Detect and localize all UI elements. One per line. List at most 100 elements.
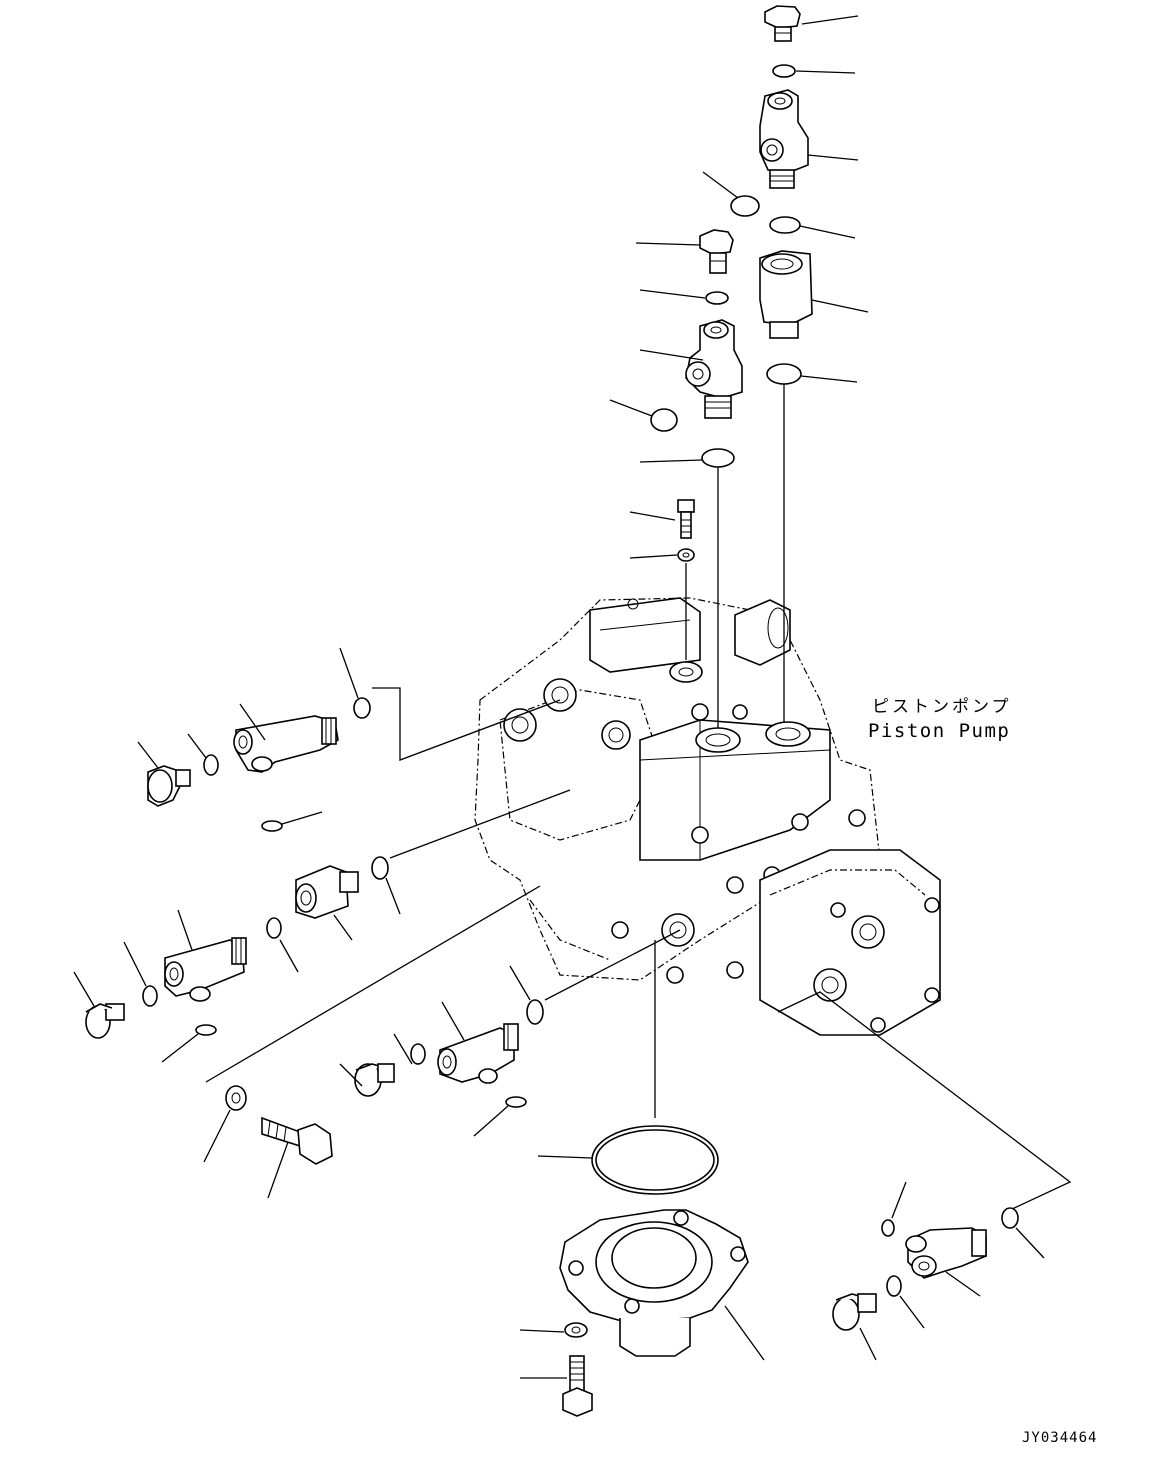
plug-bolt-upper bbox=[147, 765, 191, 807]
flange-bolt-hole bbox=[568, 1260, 584, 1276]
o-ring bbox=[730, 195, 760, 217]
leader-line bbox=[801, 15, 859, 25]
gear-pump-port bbox=[813, 968, 847, 1002]
long-bolt bbox=[261, 1116, 333, 1165]
side-port-a-bore bbox=[551, 686, 569, 704]
bolt-head bbox=[791, 813, 809, 831]
o-ring bbox=[886, 1275, 902, 1297]
leader-line bbox=[1015, 1227, 1045, 1259]
elbow-fitting-right bbox=[905, 1227, 987, 1279]
right-lower-fittings bbox=[777, 991, 1072, 1361]
bolt-head bbox=[732, 704, 748, 720]
bolt-head bbox=[924, 987, 940, 1003]
gear-pump-shaft-bore bbox=[859, 923, 877, 941]
pump-label-japanese: ピストンポンプ bbox=[872, 697, 1012, 717]
small-bolt bbox=[677, 499, 695, 539]
leader-line bbox=[187, 733, 207, 759]
washer-bore bbox=[231, 1092, 241, 1104]
elbow-fitting-lower bbox=[437, 1023, 519, 1084]
port-bore-secondary bbox=[775, 727, 801, 741]
leader-line bbox=[800, 375, 858, 383]
bottom-flange-group bbox=[519, 940, 765, 1417]
bolt-head bbox=[666, 966, 684, 984]
leader-line bbox=[509, 965, 531, 1001]
washer bbox=[564, 1322, 588, 1338]
o-ring bbox=[881, 1219, 895, 1237]
bottom-bolt bbox=[562, 1355, 593, 1417]
leader-line bbox=[799, 225, 856, 239]
o-ring bbox=[772, 64, 796, 78]
bolt-head bbox=[870, 1017, 886, 1033]
plug-top bbox=[764, 5, 801, 42]
leader-line bbox=[385, 877, 401, 915]
leader-line bbox=[137, 741, 159, 769]
side-port-c bbox=[601, 720, 631, 750]
adapter-left bbox=[295, 865, 359, 919]
housing-lower-contour bbox=[529, 899, 611, 961]
washer-bore bbox=[571, 1326, 581, 1334]
washer bbox=[225, 1085, 247, 1111]
bolt-head bbox=[830, 902, 846, 918]
o-ring bbox=[142, 985, 158, 1007]
block-top-edge bbox=[639, 749, 831, 761]
gear-pump-contour bbox=[769, 869, 926, 896]
regulator-end bbox=[767, 607, 789, 649]
leader-line bbox=[177, 909, 193, 951]
o-ring bbox=[650, 408, 678, 432]
leader-line bbox=[639, 289, 706, 299]
leader-line bbox=[807, 154, 859, 161]
flange-recess bbox=[595, 1221, 713, 1303]
bolt-head bbox=[726, 961, 744, 979]
o-ring bbox=[261, 820, 283, 832]
assembly-line bbox=[372, 687, 561, 761]
left-middle-fittings bbox=[73, 789, 571, 1083]
flange-bolt-hole bbox=[624, 1298, 640, 1314]
o-ring bbox=[353, 697, 371, 719]
control-port bbox=[627, 598, 639, 610]
top-fittings bbox=[609, 5, 869, 728]
plug-bolt-right bbox=[832, 1293, 877, 1331]
front-pump-block bbox=[639, 719, 831, 861]
bolt-head bbox=[691, 826, 709, 844]
flange-plate bbox=[559, 1209, 749, 1323]
side-port-b-bore bbox=[511, 716, 529, 734]
leader-line bbox=[333, 914, 353, 941]
port-boss-secondary bbox=[765, 721, 811, 747]
lower-port bbox=[661, 913, 695, 947]
o-ring bbox=[769, 216, 801, 234]
o-ring bbox=[371, 856, 389, 880]
o-ring bbox=[705, 291, 729, 305]
washer bbox=[677, 548, 695, 562]
left-lower-fittings bbox=[203, 929, 681, 1199]
elbow-fitting-mid bbox=[685, 319, 743, 419]
o-ring bbox=[203, 754, 219, 776]
plug-bolt-middle bbox=[85, 1003, 125, 1039]
port-boss-main bbox=[695, 727, 741, 753]
control-block-edge bbox=[599, 619, 691, 631]
o-ring bbox=[195, 1024, 217, 1036]
flange-bolt-hole bbox=[730, 1246, 746, 1262]
bolt-head bbox=[691, 703, 709, 721]
leader-line bbox=[859, 1327, 877, 1361]
left-upper-fittings bbox=[137, 647, 561, 832]
port-boss-top bbox=[669, 661, 703, 683]
leader-line bbox=[639, 459, 703, 463]
side-port-a bbox=[543, 678, 577, 712]
leader-line bbox=[73, 971, 95, 1007]
assembly-line bbox=[544, 929, 681, 1001]
leader-line bbox=[473, 1105, 509, 1137]
plug-bolt-lower bbox=[354, 1063, 395, 1097]
leader-line bbox=[161, 1033, 199, 1063]
bolt-head bbox=[848, 809, 866, 827]
flange-bolt-hole bbox=[673, 1210, 689, 1226]
elbow-fitting-top bbox=[759, 89, 809, 189]
leader-line bbox=[123, 941, 147, 987]
square-block-fitting bbox=[164, 937, 247, 1002]
regulator-cylinder bbox=[734, 599, 791, 666]
control-block bbox=[589, 597, 701, 673]
assembly-line bbox=[389, 789, 571, 859]
leader-line bbox=[639, 349, 704, 361]
leader-line bbox=[339, 1063, 363, 1087]
